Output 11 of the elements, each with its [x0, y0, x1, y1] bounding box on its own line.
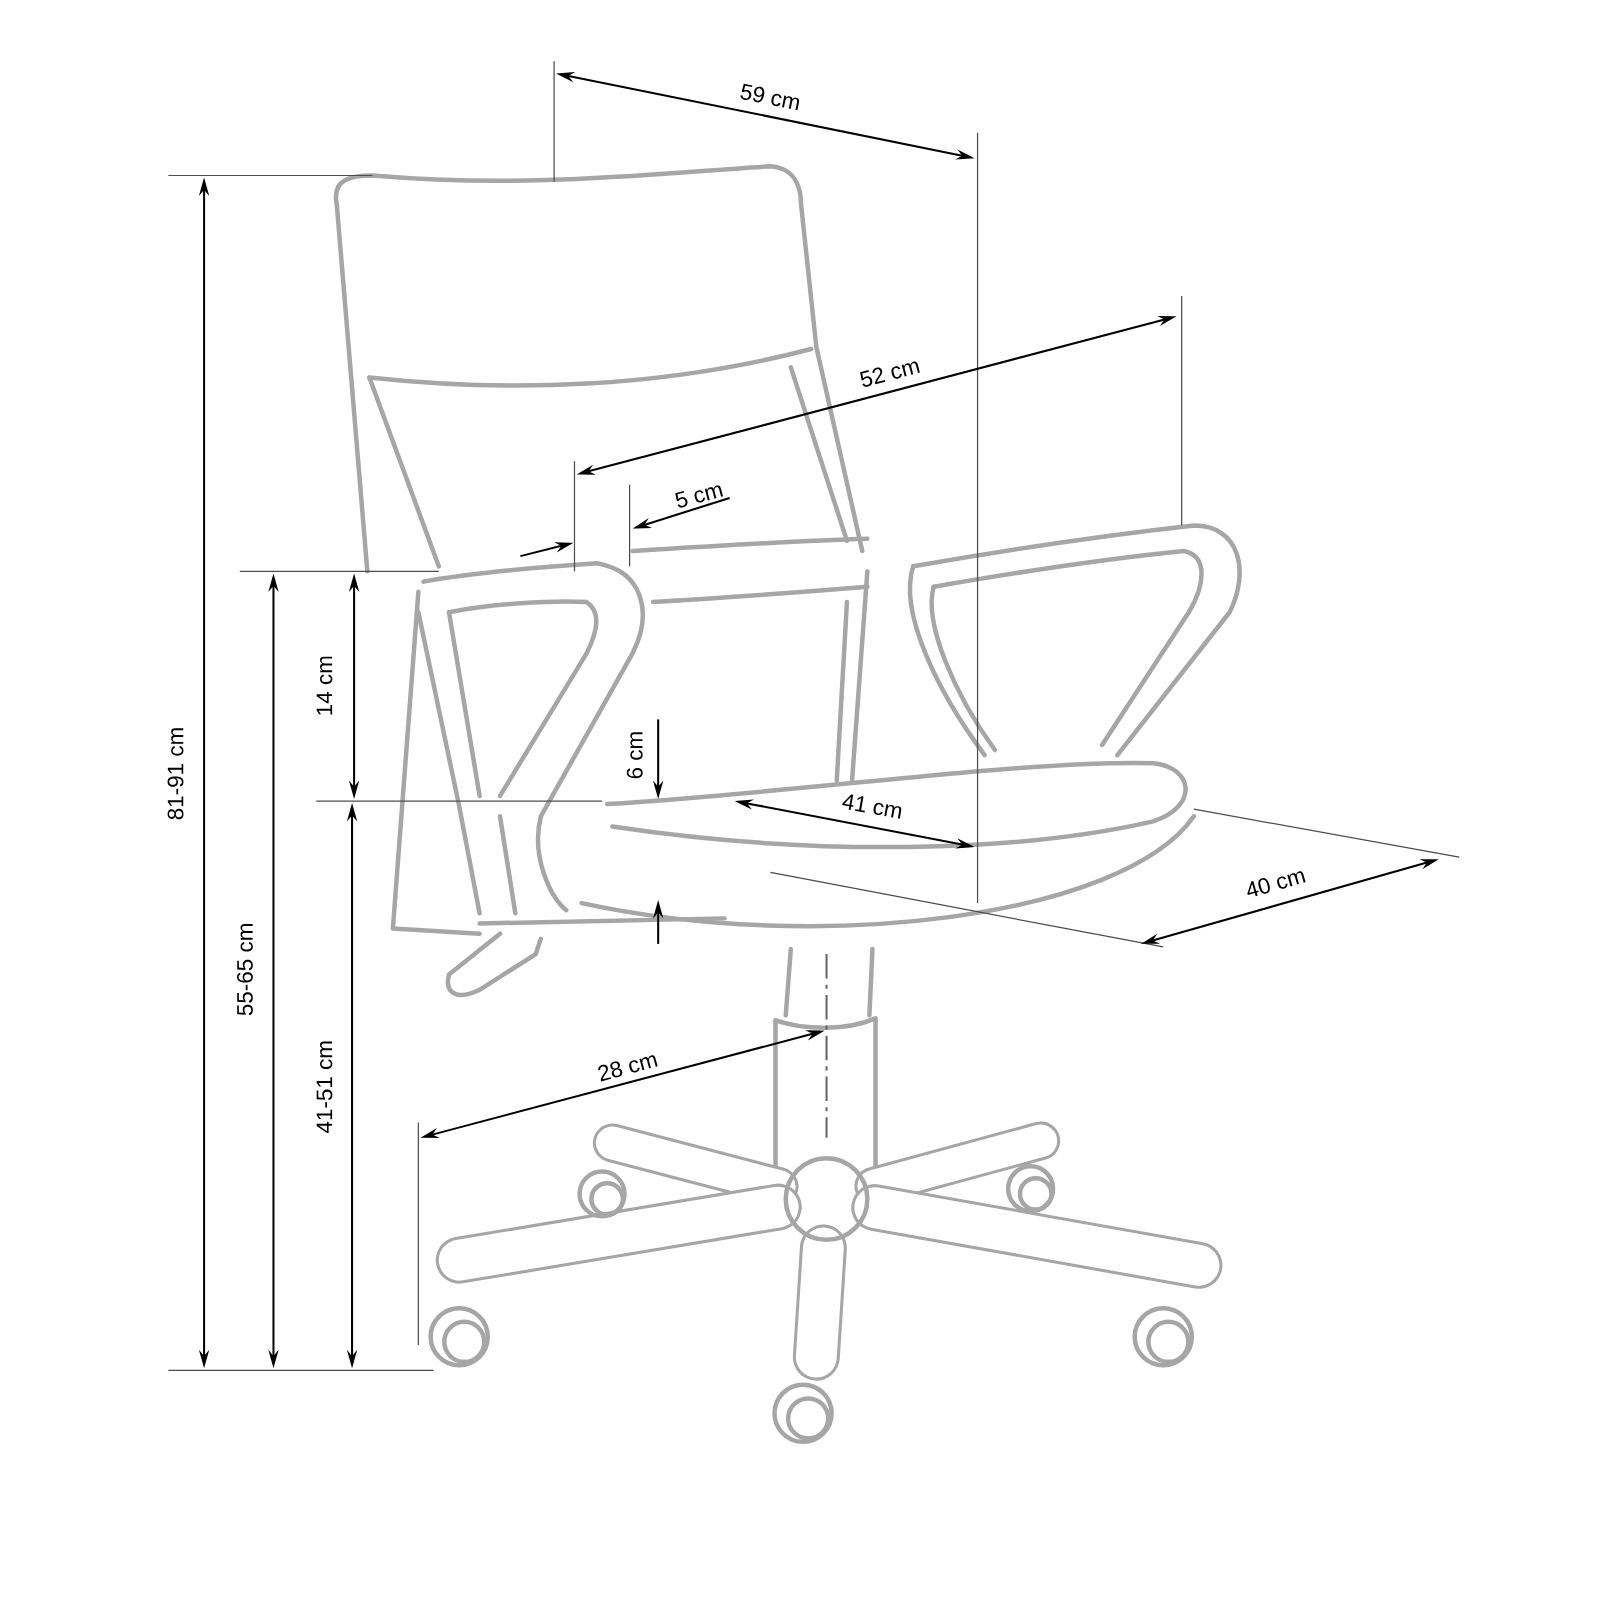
- dimension-label: 14 cm: [316, 656, 333, 715]
- dimension-label: 81-91 cm: [167, 728, 184, 820]
- dimension-label: 52 cm: [860, 361, 920, 387]
- dimension-label: 59 cm: [740, 83, 800, 111]
- dimension-label: 41-51 cm: [316, 1041, 333, 1134]
- dimension-label: 55-65 cm: [237, 924, 253, 1016]
- dimension-label: 40 cm: [1247, 871, 1306, 897]
- dimension-label: 28 cm: [598, 1055, 658, 1082]
- dimension-label: 41 cm: [842, 794, 902, 819]
- dimension-label: 5 cm: [675, 485, 723, 508]
- dimension-label: 6 cm: [626, 732, 643, 779]
